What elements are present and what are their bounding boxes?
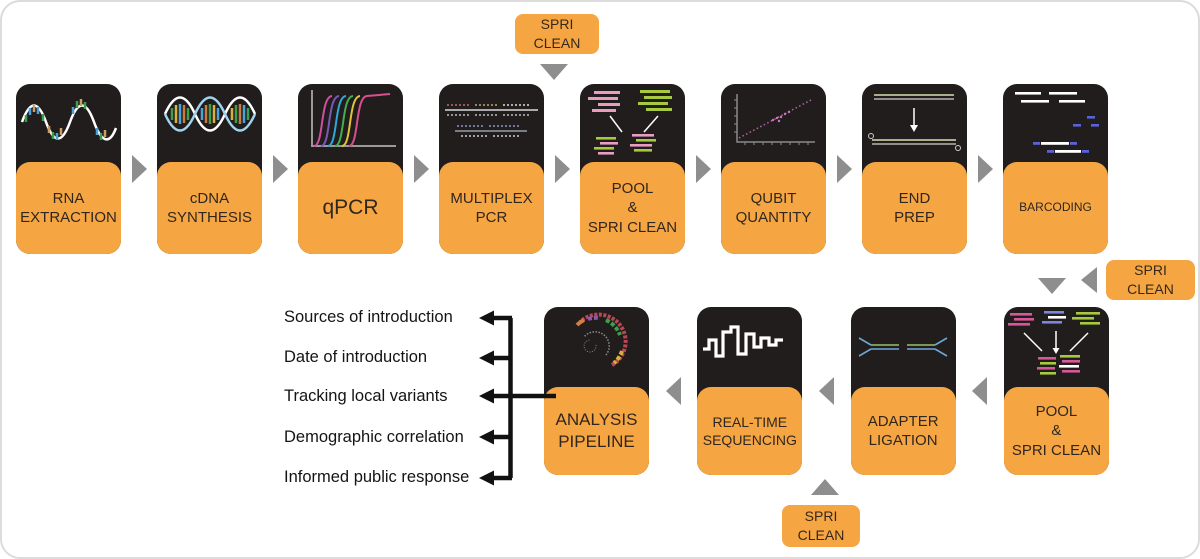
outcome-item: Tracking local variants: [284, 387, 448, 405]
workflow-bottom-row: ANALYSIS PIPELINE REAL-TIME SEQUENCING A…: [544, 307, 1109, 475]
spri-clean-label: SPRI CLEAN: [797, 508, 845, 543]
qpcr-curves-icon: [311, 90, 396, 147]
flow-arrow-left-icon: [818, 377, 834, 405]
card-qpcr: qPCR: [298, 84, 403, 254]
card-cdna-synthesis: cDNA SYNTHESIS: [157, 84, 262, 254]
card-label: qPCR: [298, 162, 403, 254]
card-label: BARCODING: [1003, 162, 1108, 254]
card-adapter-ligation: ADAPTER LIGATION: [850, 307, 956, 475]
flow-arrow-down-icon: [1038, 278, 1066, 294]
flow-arrow-left-icon: [972, 377, 988, 405]
card-label: END PREP: [862, 162, 967, 254]
end-prep-icon: [868, 94, 961, 151]
qubit-scatter-icon: [734, 94, 815, 145]
card-end-prep: END PREP: [862, 84, 967, 254]
card-label: POOL & SPRI CLEAN: [1003, 387, 1109, 475]
flow-arrow-right-icon: [836, 155, 852, 183]
flow-arrow-right-icon: [413, 155, 429, 183]
outcome-item: Informed public response: [284, 468, 470, 486]
card-pool-spri-clean-2: POOL & SPRI CLEAN: [1003, 307, 1109, 475]
flow-arrow-left-icon: [665, 377, 681, 405]
spri-clean-badge: SPRI CLEAN: [515, 14, 599, 54]
spri-clean-label: SPRI CLEAN: [1127, 262, 1174, 297]
flow-arrow-right-icon: [977, 155, 993, 183]
card-qubit-quantity: QUBIT QUANTITY: [721, 84, 826, 254]
card-label: cDNA SYNTHESIS: [157, 162, 262, 254]
card-label: RNA EXTRACTION: [16, 162, 121, 254]
workflow-top-row: RNA EXTRACTION cDNA SYNTHESI: [16, 84, 1108, 254]
spri-clean-label: SPRI CLEAN: [533, 16, 581, 51]
flow-arrow-right-icon: [272, 155, 288, 183]
flow-arrow-right-icon: [554, 155, 570, 183]
spri-arrow-up-icon: [811, 479, 839, 495]
card-label: ADAPTER LIGATION: [850, 387, 956, 475]
rna-strand-icon: [20, 99, 118, 141]
card-label: POOL & SPRI CLEAN: [580, 162, 685, 254]
card-label: MULTIPLEX PCR: [439, 162, 544, 254]
spri-arrow-down-icon: [540, 64, 568, 80]
card-analysis-pipeline: ANALYSIS PIPELINE: [544, 307, 649, 475]
outcome-item: Sources of introduction: [284, 308, 453, 326]
flow-arrow-right-icon: [695, 155, 711, 183]
barcoding-reads-icon: [1015, 92, 1099, 153]
outcome-item: Date of introduction: [284, 348, 428, 366]
card-real-time-sequencing: REAL-TIME SEQUENCING: [697, 307, 803, 475]
pooling-icon: [1007, 311, 1100, 375]
card-rna-extraction: RNA EXTRACTION: [16, 84, 121, 254]
flow-arrow-right-icon: [131, 155, 147, 183]
pooling-icon: [588, 90, 672, 155]
spri-clean-badge: SPRI CLEAN: [782, 505, 860, 547]
spri-arrow-left-icon: [1081, 267, 1097, 293]
outcomes-bracket-arrows: [479, 310, 556, 486]
card-pool-spri-clean: POOL & SPRI CLEAN: [580, 84, 685, 254]
card-label: ANALYSIS PIPELINE: [544, 387, 649, 475]
dna-helix-icon: [163, 96, 257, 132]
phylogenetic-spiral-icon: [575, 312, 628, 367]
squiggle-signal-icon: [703, 325, 784, 358]
spri-clean-badge: SPRI CLEAN: [1106, 260, 1195, 300]
card-barcoding: BARCODING: [1003, 84, 1108, 254]
card-label: QUBIT QUANTITY: [721, 162, 826, 254]
outcome-item: Demographic correlation: [284, 428, 464, 446]
card-label: REAL-TIME SEQUENCING: [697, 387, 803, 475]
card-multiplex-pcr: MULTIPLEX PCR: [439, 84, 544, 254]
adapter-ligation-icon: [858, 337, 948, 357]
amplicon-scheme-icon: [445, 104, 538, 137]
